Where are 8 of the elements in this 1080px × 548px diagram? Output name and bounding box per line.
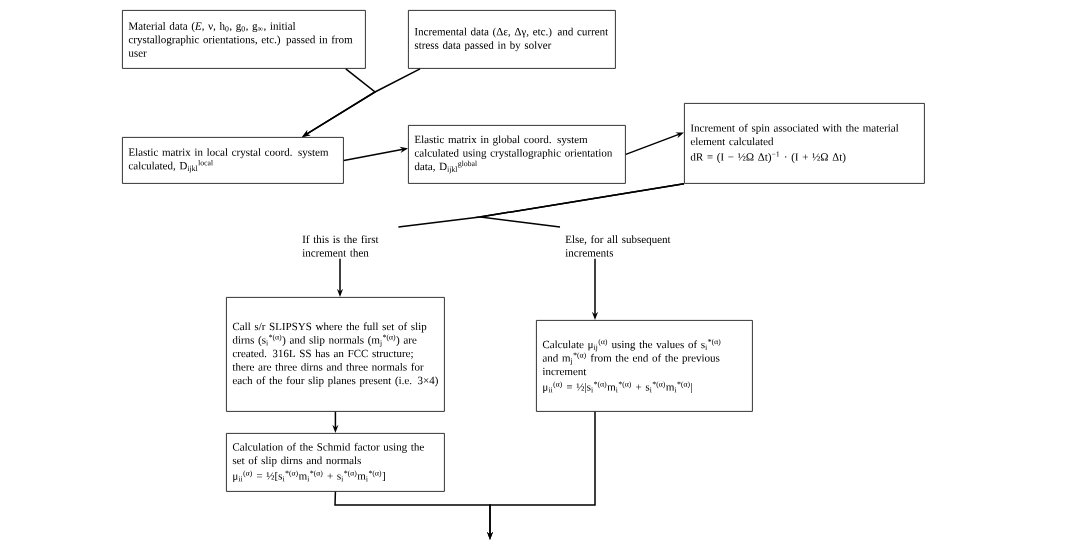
process-box: Increment of spin associated with the material element calculated dR = (I − ½Ω Δt)$^{−1}$ · (I + ½Ω Δt) [684, 103, 925, 184]
branch-label: If this is the first increment then [302, 235, 379, 257]
process-box: Calculation of the Schmid factor using the set of slip dirns and normals μ$_{ii}$$^{(α)}$ = ½[s$_{i}$$^{*(α)}$m$_{i}$$^{*(α)}$ + s$_{i}$$^{*(α)}$m$_{i}$$^{*(α)}$] [226, 433, 445, 492]
process-box: Material data (E, ν, h$_{0}$, g$_{0}$, g$_{∞}$, initial crystallographic orientations, etc.) passed in from user [122, 10, 366, 69]
process-box: Incremental data (Δε, Δγ, etc.) and current stress data passed in by solver [408, 10, 616, 69]
arrow [302, 68, 421, 137]
process-box: Call s/r SLIPSYS where the full set of slip dirns (s$_{i}$$^{*(α)}$) and slip normals (m$_{j}$$^{*(α)}$) are created. 316L SS has an FCC structure; there are three dirns and three normals for each of the four slip planes present (i.e. 3×4) [226, 297, 445, 412]
branch-label: Else, for all subsequent increments [565, 235, 671, 257]
